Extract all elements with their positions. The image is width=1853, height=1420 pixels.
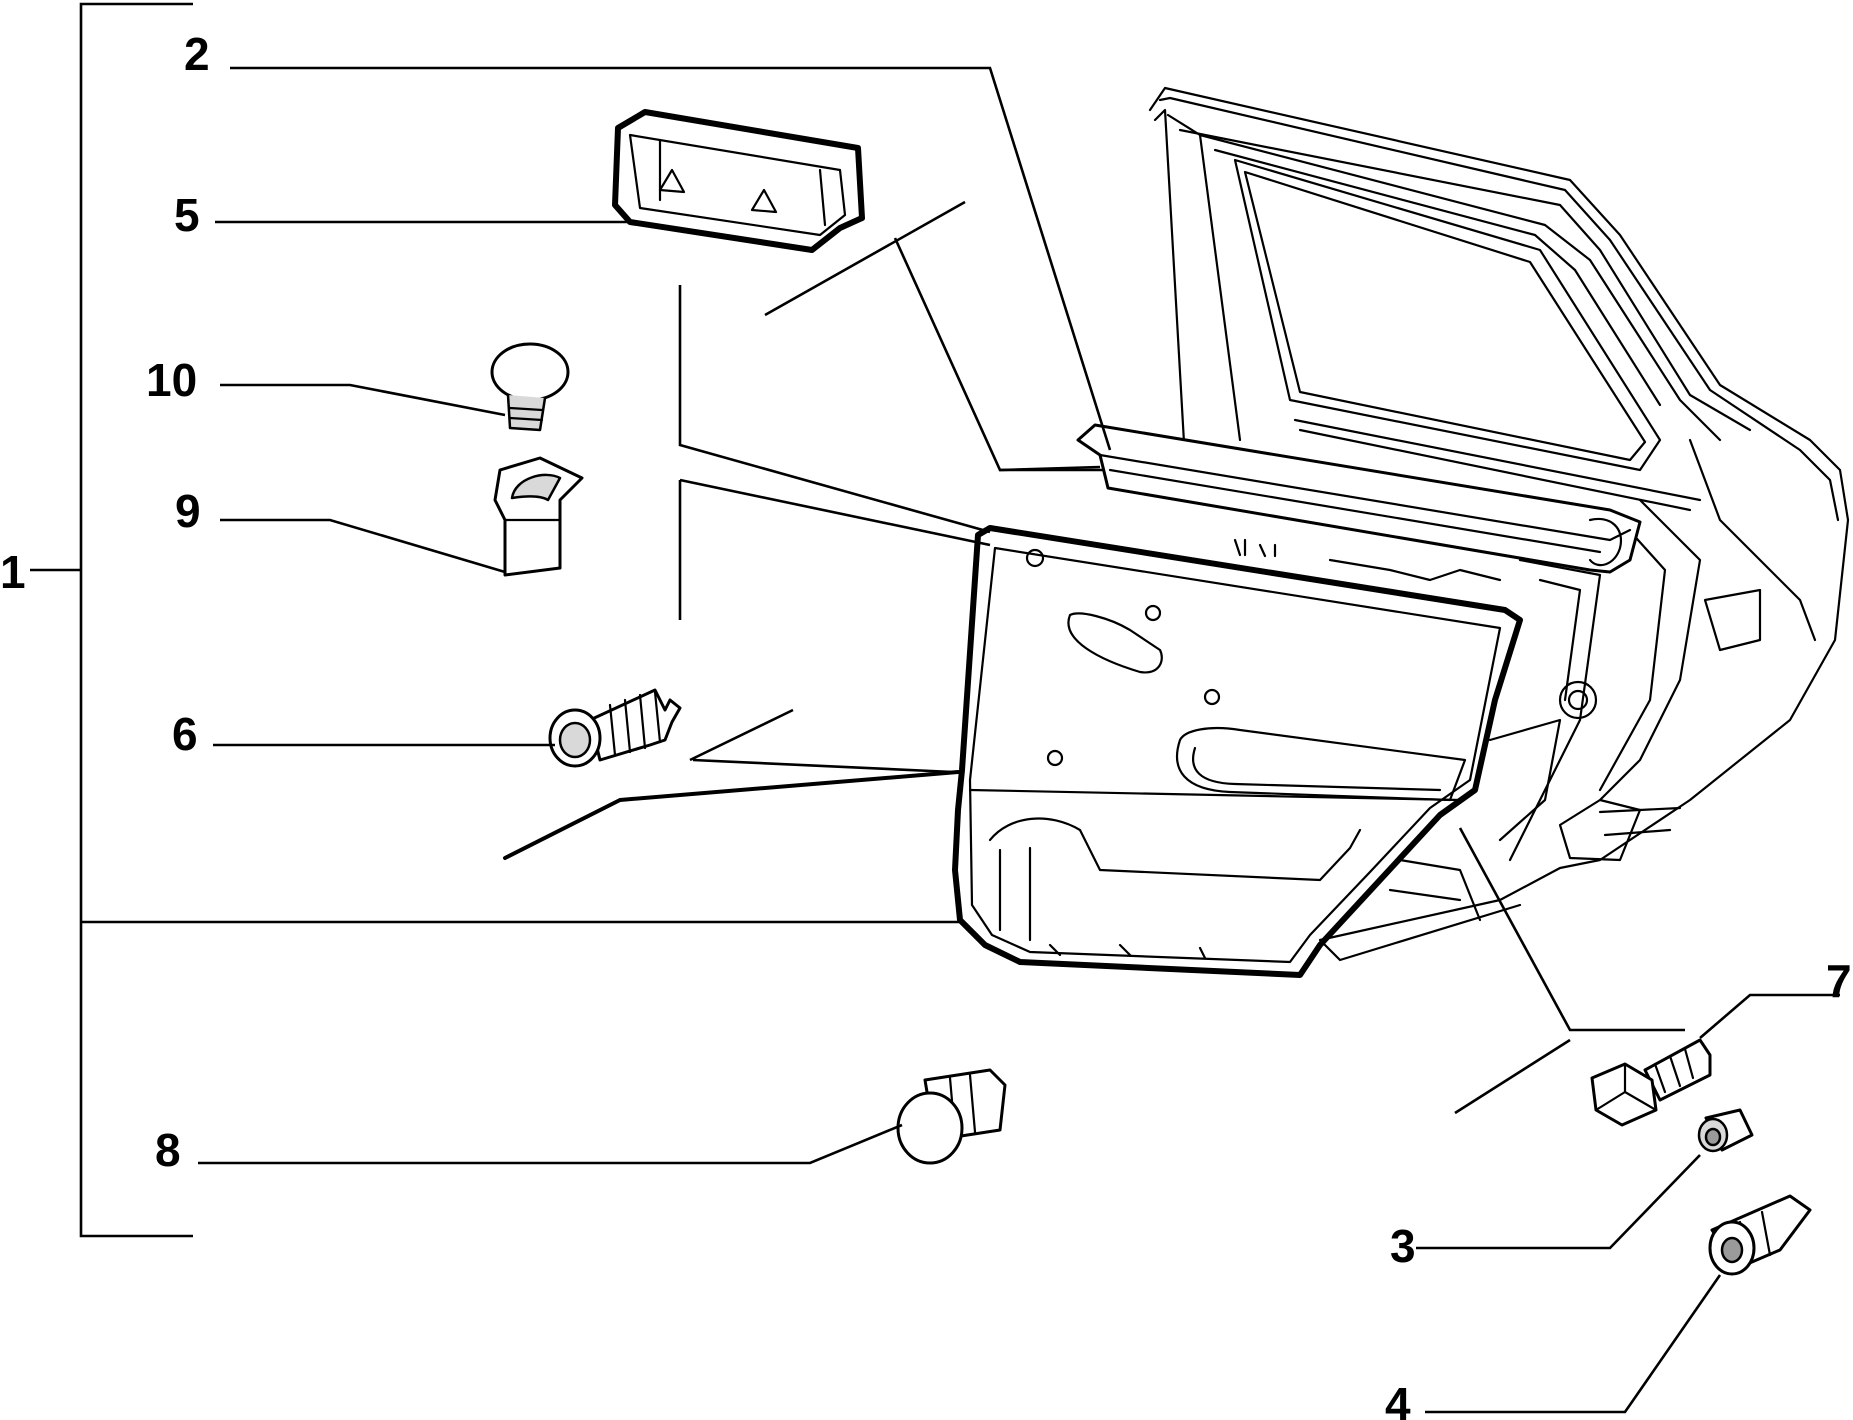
leader-lines bbox=[198, 66, 1840, 1414]
callout-labels: 1 2 3 4 5 6 7 8 9 10 bbox=[0, 28, 1852, 1420]
callout-4: 4 bbox=[1385, 1378, 1411, 1420]
callout-8: 8 bbox=[155, 1124, 181, 1176]
assembly-bracket-icon bbox=[30, 2, 960, 1238]
handle-bezel-icon bbox=[493, 456, 584, 577]
callout-9: 9 bbox=[175, 485, 201, 537]
fir-tree-clip-icon bbox=[548, 688, 682, 768]
callout-10: 10 bbox=[146, 354, 197, 406]
callout-2: 2 bbox=[184, 28, 210, 80]
pocket-insert-icon bbox=[612, 109, 865, 253]
door-trim-panel bbox=[952, 525, 1523, 978]
door-shell bbox=[1148, 86, 1850, 962]
callout-3: 3 bbox=[1390, 1220, 1416, 1272]
callout-5: 5 bbox=[174, 189, 200, 241]
window-sill-strip-icon bbox=[1076, 423, 1642, 574]
grommet-icon bbox=[1697, 1108, 1754, 1153]
callout-7: 7 bbox=[1826, 955, 1852, 1007]
push-rivet-icon bbox=[896, 1068, 1007, 1165]
callout-6: 6 bbox=[172, 708, 198, 760]
expansion-clip-icon bbox=[1708, 1194, 1812, 1276]
callout-1: 1 bbox=[0, 546, 26, 598]
hex-bolt-icon bbox=[1590, 1038, 1712, 1127]
cap-plug-icon bbox=[490, 342, 570, 432]
